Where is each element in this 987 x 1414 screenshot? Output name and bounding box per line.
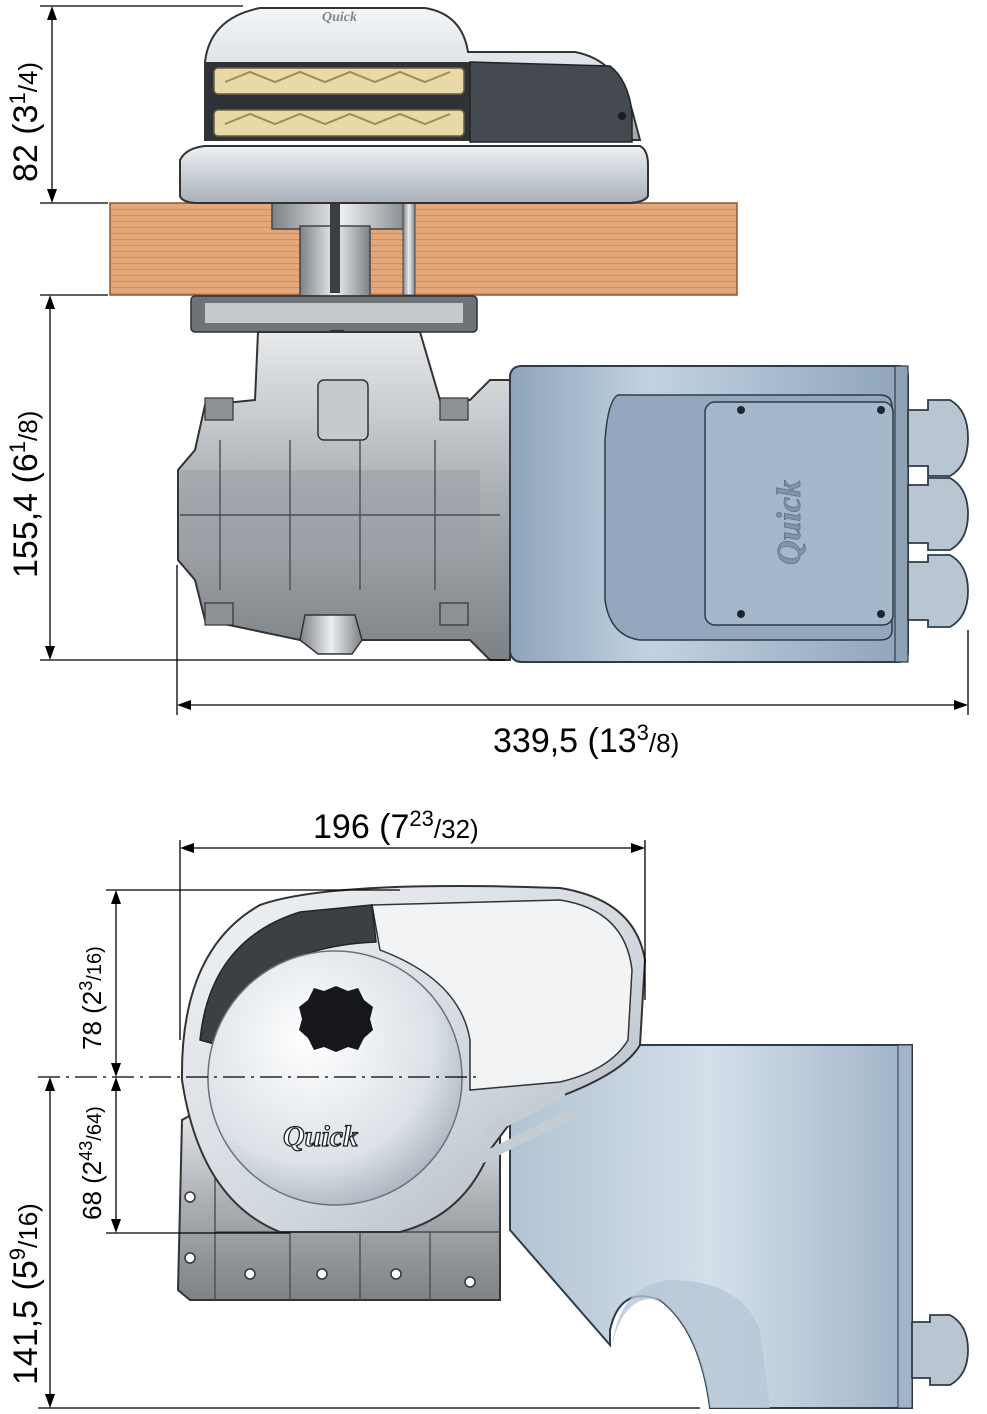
dim-width: 196 (723/32) [179,806,646,1040]
svg-text:78 (23/16): 78 (23/16) [76,946,107,1050]
gypsy-upper [213,67,465,95]
svg-text:155,4 (61/8): 155,4 (61/8) [5,411,45,578]
dim-label-sup: 3 [637,720,649,745]
dim-label-sup: 43 [76,1141,96,1161]
dim-total-length: 339,5 (133/8) [176,565,969,760]
cable-glands [907,399,969,628]
screw-icon [877,610,885,618]
side-cable-gland [911,1314,969,1386]
svg-text:68 (243/64): 68 (243/64) [76,1106,107,1220]
dim-height-above-deck: 82 (31/4) [5,5,243,204]
bolt-icon [316,1268,328,1280]
top-logo: Quick [322,10,357,25]
dim-label-den: /32) [434,814,479,844]
motor-logo: Quick [771,480,808,565]
dim-label-main: 68 (2 [77,1161,107,1220]
side-windlass-body: Quick [180,885,647,1233]
bolt-icon [390,1268,402,1280]
dim-label-sup: 1 [5,441,30,453]
screw-icon [877,406,885,414]
dim-label-main: 82 (3 [7,105,45,183]
dim-label-sup: 1 [5,92,30,104]
dim-height-below-deck: 155,4 (61/8) [5,294,505,661]
motor-cover-plate [704,401,894,626]
side-view: Quick 196 (723/32) 78 (23/16) [5,806,969,1409]
top-view: Quick [5,5,969,760]
bolt-icon [184,1252,196,1264]
dim-label-sup: 3 [76,981,96,991]
dim-upper: 78 (23/16) [76,889,400,1077]
dim-label-sup: 23 [409,806,433,831]
drum-socket-icon [299,986,373,1052]
screw-icon [737,610,745,618]
deck-board [109,202,738,296]
windlass-top-unit: Quick [179,7,649,204]
svg-text:82 (31/4): 82 (31/4) [5,62,45,182]
electric-motor: Quick [509,365,909,663]
bolt-icon [184,1191,196,1203]
dim-label-main: 196 (7 [313,808,409,846]
dim-label-den: /8) [13,411,43,441]
drum-logo: Quick [283,1120,358,1153]
chain-drum [207,950,463,1206]
dim-label-main: 141,5 (5 [7,1260,45,1385]
screw-icon [737,406,745,414]
screw-icon [618,112,626,120]
dim-label-den: /16) [13,1203,43,1248]
dim-label-sup: 9 [5,1248,30,1260]
bolt-icon [464,1276,476,1288]
svg-text:339,5 (133/8): 339,5 (133/8) [493,720,679,760]
gearbox [177,331,511,661]
dim-label-main: 155,4 (6 [7,453,45,578]
dim-label-main: 339,5 (13 [493,722,637,760]
dim-lower: 68 (243/64) [76,1077,290,1234]
svg-text:141,5 (59/16): 141,5 (59/16) [5,1203,45,1385]
bolt-icon [244,1268,256,1280]
dim-label-den: /16) [84,946,106,980]
dim-label-main: 78 (2 [77,991,107,1050]
dim-label-den: /64) [84,1106,106,1140]
dim-label-den: /4) [13,62,43,92]
through-deck-shaft [271,202,416,297]
gypsy-lower [213,109,465,137]
svg-text:196 (723/32): 196 (723/32) [313,806,479,846]
dim-total-height: 141,5 (59/16) [5,1077,700,1409]
dim-label-den: /8) [649,728,679,758]
